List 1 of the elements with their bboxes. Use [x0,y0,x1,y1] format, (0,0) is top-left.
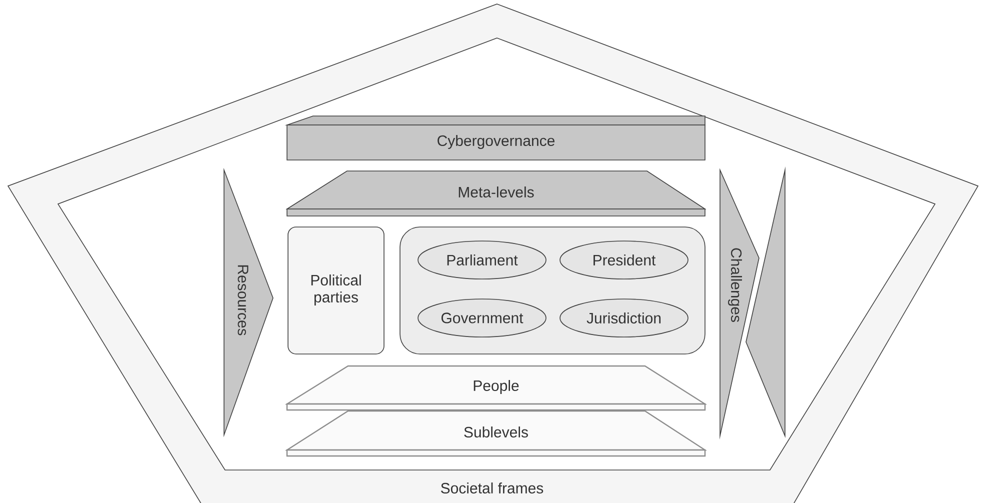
rounded-box: Political parties [288,226,384,354]
